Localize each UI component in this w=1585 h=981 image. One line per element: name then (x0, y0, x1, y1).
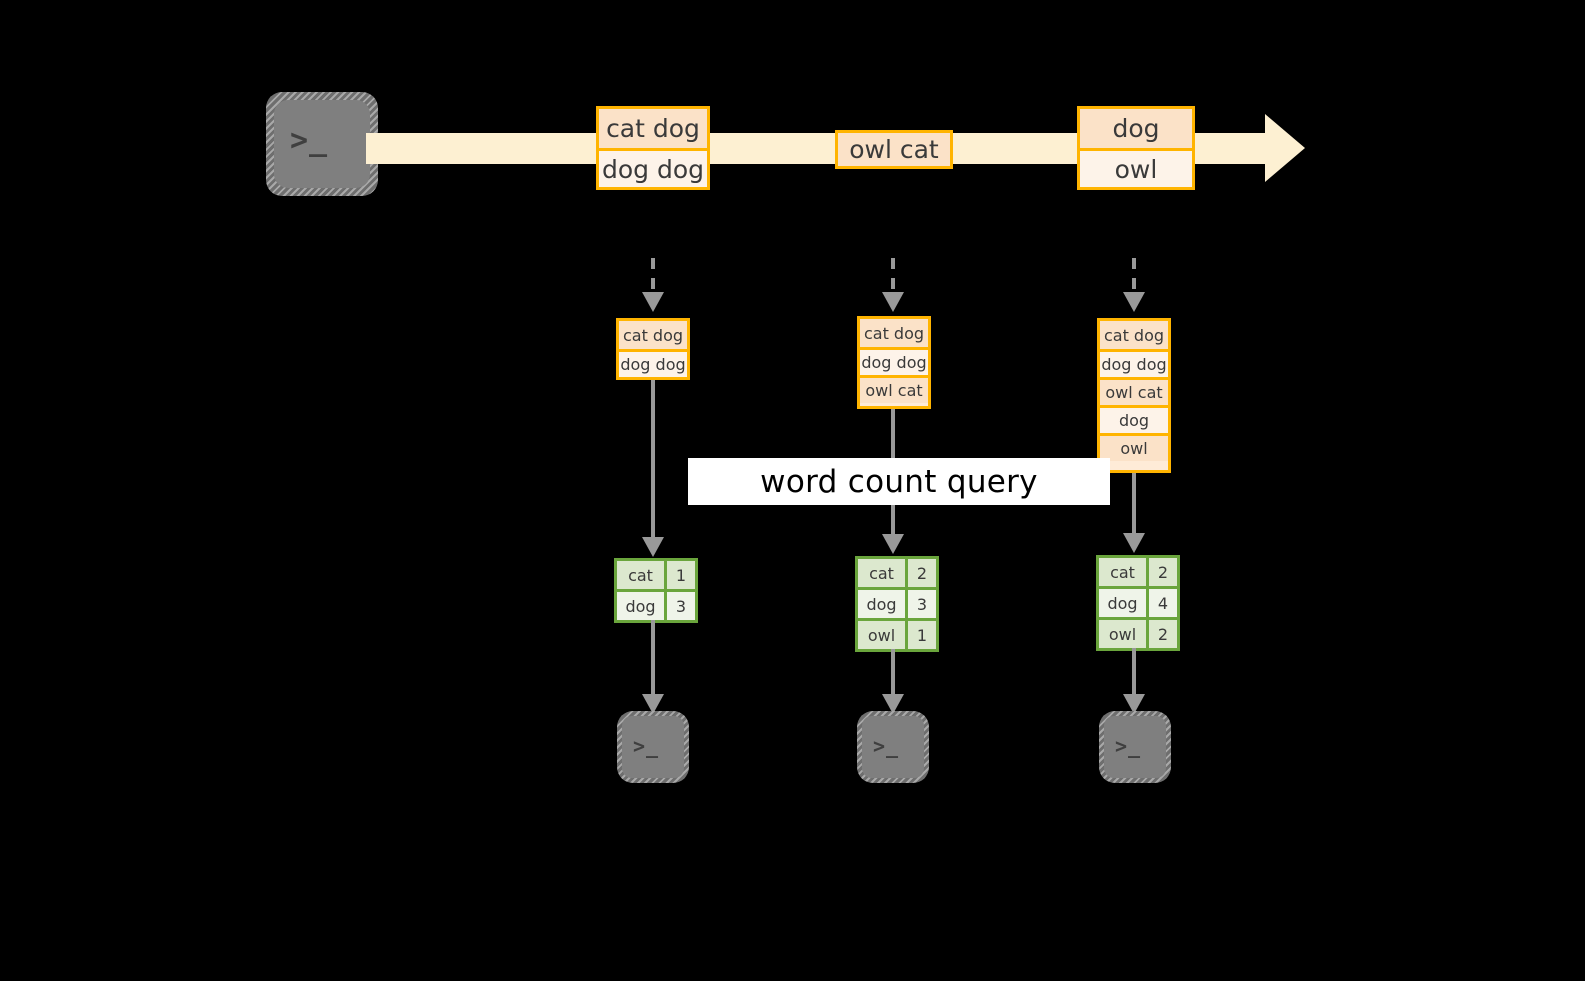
word-cell: cat (617, 561, 667, 589)
count-cell: 2 (1149, 620, 1177, 648)
snapshot-2-sink-terminal-icon[interactable]: >_ (862, 716, 924, 778)
record-line: dog (1080, 109, 1192, 148)
snapshot-3-to-result-arrow-head (1123, 533, 1145, 553)
stream-to-snapshot-1-arrow-line (651, 258, 655, 294)
snapshot-input-line: owl cat (1100, 377, 1168, 405)
word-cell: cat (1099, 558, 1149, 586)
snapshot-input-line: cat dog (860, 319, 928, 347)
word-cell: cat (858, 559, 908, 587)
count-cell: 1 (908, 621, 936, 649)
snapshot-1-to-sink-arrow-line (651, 620, 655, 698)
table-row: dog 4 (1099, 586, 1177, 617)
word-cell: owl (858, 621, 908, 649)
source-terminal-icon[interactable]: >_ (274, 100, 370, 188)
stream-to-snapshot-3-arrow-head (1123, 292, 1145, 312)
table-row: cat 2 (858, 559, 936, 587)
table-row: dog 3 (617, 589, 695, 620)
count-cell: 3 (908, 590, 936, 618)
snapshot-2-to-result-arrow-head (882, 534, 904, 554)
terminal-prompt-glyph: >_ (633, 734, 660, 758)
stream-arrow-head (1265, 114, 1305, 182)
word-cell: dog (858, 590, 908, 618)
snapshot-3-input-stack[interactable]: cat dog dog dog owl cat dog owl (1097, 318, 1171, 473)
snapshot-1-to-result-arrow-head (642, 537, 664, 557)
stream-record-batch-2[interactable]: owl cat (835, 130, 953, 169)
count-cell: 1 (667, 561, 695, 589)
snapshot-1-result-table[interactable]: cat 1 dog 3 (614, 558, 698, 623)
snapshot-input-line: dog dog (860, 347, 928, 375)
snapshot-input-line: dog (1100, 405, 1168, 433)
snapshot-input-line: owl (1100, 433, 1168, 461)
stream-to-snapshot-2-arrow-head (882, 292, 904, 312)
terminal-prompt-glyph: >_ (1115, 734, 1142, 758)
stream-record-batch-3[interactable]: dog owl (1077, 106, 1195, 190)
snapshot-input-line: dog dog (619, 349, 687, 377)
table-row: owl 2 (1099, 617, 1177, 648)
snapshot-3-result-table[interactable]: cat 2 dog 4 owl 2 (1096, 555, 1180, 651)
count-cell: 2 (1149, 558, 1177, 586)
table-row: owl 1 (858, 618, 936, 649)
table-row: dog 3 (858, 587, 936, 618)
snapshot-2-result-table[interactable]: cat 2 dog 3 owl 1 (855, 556, 939, 652)
snapshot-1-to-result-arrow-line (651, 380, 655, 540)
word-cell: dog (617, 592, 667, 620)
snapshot-2-to-sink-arrow-line (891, 649, 895, 698)
table-row: cat 2 (1099, 558, 1177, 586)
snapshot-input-line: owl cat (860, 375, 928, 403)
count-cell: 2 (908, 559, 936, 587)
snapshot-1-sink-terminal-icon[interactable]: >_ (622, 716, 684, 778)
snapshot-input-line: cat dog (619, 321, 687, 349)
word-cell: owl (1099, 620, 1149, 648)
snapshot-2-to-sink-arrow-head (882, 694, 904, 714)
snapshot-3-to-sink-arrow-head (1123, 694, 1145, 714)
snapshot-3-to-sink-arrow-line (1132, 648, 1136, 698)
snapshot-input-line: cat dog (1100, 321, 1168, 349)
stream-to-snapshot-3-arrow-line (1132, 258, 1136, 294)
stream-to-snapshot-1-arrow-head (642, 292, 664, 312)
snapshot-1-to-sink-arrow-head (642, 694, 664, 714)
snapshot-3-to-result-arrow-line (1132, 473, 1136, 536)
stream-to-snapshot-2-arrow-line (891, 258, 895, 294)
stream-record-batch-1[interactable]: cat dog dog dog (596, 106, 710, 190)
table-row: cat 1 (617, 561, 695, 589)
snapshot-1-input-stack[interactable]: cat dog dog dog (616, 318, 690, 380)
snapshot-2-input-stack[interactable]: cat dog dog dog owl cat (857, 316, 931, 409)
record-line: owl (1080, 148, 1192, 187)
record-line: cat dog (599, 109, 707, 148)
count-cell: 3 (667, 592, 695, 620)
count-cell: 4 (1149, 589, 1177, 617)
record-line: owl cat (838, 133, 950, 166)
terminal-prompt-glyph: >_ (873, 734, 900, 758)
snapshot-input-line: dog dog (1100, 349, 1168, 377)
record-line: dog dog (599, 148, 707, 187)
word-cell: dog (1099, 589, 1149, 617)
terminal-prompt-glyph: >_ (290, 123, 329, 158)
snapshot-3-sink-terminal-icon[interactable]: >_ (1104, 716, 1166, 778)
query-label: word count query (688, 458, 1110, 505)
